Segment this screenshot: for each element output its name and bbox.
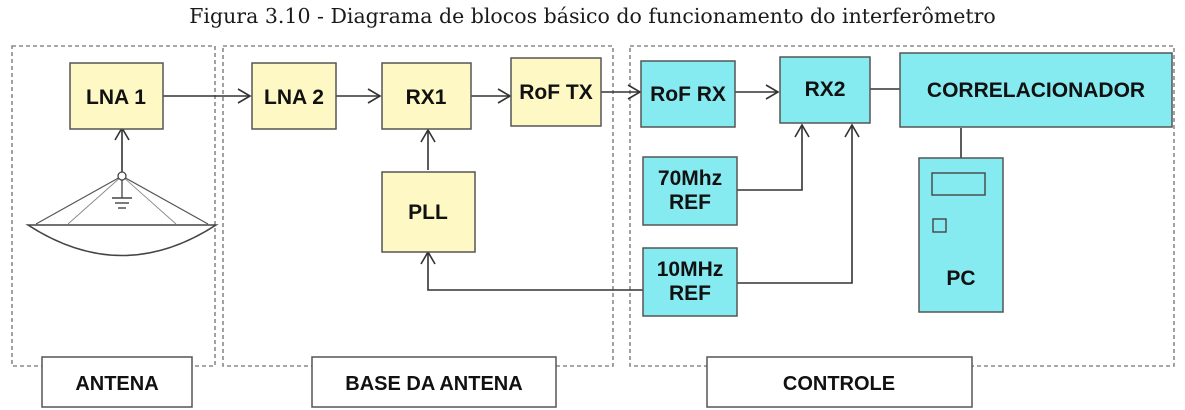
block-lna1: LNA 1	[69, 62, 164, 130]
block-rof-tx-label: RoF TX	[519, 81, 593, 104]
block-ref10-line1: 10MHz	[657, 258, 724, 281]
block-ref10: 10MHz REF	[642, 247, 738, 317]
pc-button-icon	[932, 218, 947, 233]
block-rx2: RX2	[779, 56, 871, 124]
region-label-base: BASE DA ANTENA	[311, 356, 557, 408]
block-pc: PC	[918, 157, 1004, 313]
block-lna2-label: LNA 2	[264, 86, 324, 109]
figure-caption: Figura 3.10 - Diagrama de blocos básico …	[189, 4, 996, 28]
block-rx1-label: RX1	[406, 86, 447, 109]
block-rof-rx-label: RoF RX	[650, 83, 726, 106]
region-label-controle-text: CONTROLE	[783, 373, 895, 395]
region-label-antena-text: ANTENA	[75, 373, 158, 395]
region-label-base-text: BASE DA ANTENA	[345, 373, 522, 395]
block-ref10-line2: REF	[669, 282, 711, 305]
block-lna2: LNA 2	[251, 62, 337, 130]
block-ref70: 70Mhz REF	[642, 156, 738, 226]
antenna-dish-icon	[25, 171, 219, 257]
block-pll: PLL	[381, 171, 476, 253]
region-label-antena: ANTENA	[41, 356, 193, 408]
block-correlacionador: CORRELACIONADOR	[899, 52, 1173, 128]
region-label-controle: CONTROLE	[706, 356, 973, 408]
block-rof-rx: RoF RX	[640, 60, 736, 128]
block-correlacionador-label: CORRELACIONADOR	[927, 79, 1145, 102]
pc-screen-icon	[931, 172, 986, 196]
block-pc-label: PC	[946, 267, 975, 290]
block-pll-label: PLL	[408, 201, 448, 224]
block-ref70-line1: 70Mhz	[658, 167, 722, 190]
block-ref70-line2: REF	[669, 191, 711, 214]
block-lna1-label: LNA 1	[86, 86, 146, 109]
block-rx2-label: RX2	[805, 78, 846, 101]
connections	[114, 84, 962, 291]
block-rof-tx: RoF TX	[510, 57, 602, 127]
block-rx1: RX1	[381, 62, 472, 130]
